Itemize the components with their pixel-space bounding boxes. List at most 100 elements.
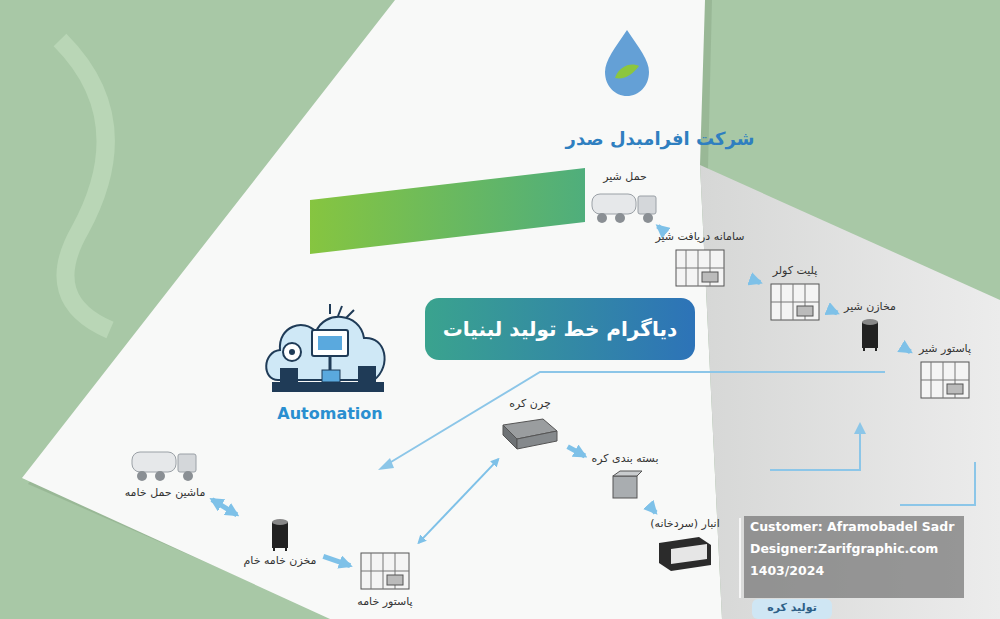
- flow-arrow: [830, 310, 838, 313]
- green-band: [310, 168, 585, 254]
- truck-icon: [132, 452, 196, 481]
- truck-wheel: [155, 471, 165, 481]
- equipment-label: انبار (سردخانه): [650, 517, 719, 531]
- equipment-icon: [130, 444, 200, 484]
- pill-label: تولید کره: [767, 601, 817, 614]
- equipment-label: حمل شیر: [603, 170, 647, 184]
- monitor-screen: [318, 336, 342, 350]
- box-a: [280, 368, 298, 382]
- machine-bar: [921, 380, 969, 381]
- truck-wheel: [643, 213, 653, 223]
- machine-bar: [361, 571, 409, 572]
- automation-illustration: [266, 304, 384, 392]
- machine-frame: [676, 250, 724, 286]
- automation-label: Automation: [277, 404, 382, 423]
- paper-front: [22, 0, 722, 619]
- box-b: [322, 370, 340, 382]
- tank-body: [272, 522, 288, 548]
- title-box: دیاگرام خط تولید لبنیات: [425, 298, 695, 360]
- equipment-node: سامانه دریافت شیر: [651, 228, 748, 294]
- pack-body: [613, 476, 637, 498]
- machine-unit: [702, 272, 718, 282]
- equipment-icon: [590, 186, 660, 226]
- equipment-label: پلیت کولر: [773, 264, 818, 278]
- equipment-icon: [357, 549, 413, 593]
- equipment-icon: [267, 516, 293, 552]
- flow-arrow: [212, 500, 237, 515]
- machine-unit: [387, 575, 403, 585]
- machine-icon: [921, 362, 969, 398]
- equipment-node: بسته بندی کره: [588, 450, 663, 506]
- churn-icon: [503, 419, 557, 449]
- flow-arrow: [652, 508, 656, 513]
- equipment-label: مخزن خامه خام: [243, 554, 316, 568]
- machine-unit: [797, 306, 813, 316]
- cold-room: [659, 537, 711, 571]
- watermark-curve: [60, 40, 110, 330]
- churn-front: [517, 431, 557, 449]
- flow-line: [900, 462, 975, 505]
- flow-line: [386, 372, 885, 465]
- flow-line: [770, 432, 860, 470]
- equipment-node: چرن کره: [495, 395, 565, 457]
- tank-icon: [272, 519, 288, 551]
- conveyor: [272, 382, 384, 392]
- title-band: [425, 298, 695, 360]
- tank-body: [862, 322, 878, 348]
- tank-icon: [862, 319, 878, 351]
- equipment-icon: [767, 280, 823, 324]
- logo-leaf: [615, 65, 639, 79]
- footer-date: 1403/2024: [750, 563, 824, 578]
- truck-wheel: [597, 213, 607, 223]
- footer-patch: [744, 516, 964, 598]
- gear: [283, 343, 301, 361]
- truck-wheel: [137, 471, 147, 481]
- tank-top: [862, 319, 878, 325]
- flow-arrow: [323, 556, 350, 565]
- equipment-label: مخازن شیر: [844, 300, 896, 314]
- machine-bar: [676, 268, 724, 269]
- logo-drop: [605, 30, 649, 96]
- machine-icon: [676, 250, 724, 286]
- footer-customer: Customer: Aframobadel Sadr: [750, 519, 954, 534]
- machine-icon: [361, 553, 409, 589]
- equipment-icon: [499, 413, 561, 453]
- equipment-node: ماشین حمل خامه: [121, 440, 210, 502]
- sparks: [330, 304, 354, 318]
- company-name: شرکت افرامبدل صدر: [566, 128, 755, 149]
- truck-tank: [592, 194, 636, 214]
- arm: [329, 356, 332, 370]
- gear-hub: [289, 349, 295, 355]
- churn-side: [503, 425, 517, 449]
- paper-fold-panel: [700, 165, 1000, 619]
- machine-frame: [921, 362, 969, 398]
- pill: [752, 599, 832, 619]
- equipment-label: سامانه دریافت شیر: [655, 230, 744, 244]
- machine-bar: [771, 302, 819, 303]
- box-icon: [613, 471, 642, 498]
- equipment-node: مخازن شیر: [840, 298, 900, 356]
- tank-leg: [875, 348, 877, 351]
- equipment-label: ماشین حمل خامه: [125, 486, 206, 500]
- flow-arrow: [751, 279, 760, 282]
- pack-top: [613, 471, 642, 476]
- equipment-icon: [608, 468, 642, 502]
- equipment-node: انبار (سردخانه): [646, 515, 723, 577]
- equipment-label: چرن کره: [509, 397, 551, 411]
- machine-frame: [361, 553, 409, 589]
- truck-cab: [178, 454, 196, 472]
- equipment-node: پاستور خامه: [353, 545, 417, 611]
- flow-arrowhead: [378, 458, 394, 470]
- equipment-node: پاستور شیر: [913, 340, 977, 406]
- truck-tank: [132, 452, 176, 472]
- cold-door: [671, 544, 707, 564]
- equipment-node: پلیت کولر: [763, 262, 827, 328]
- truck-icon: [592, 194, 656, 223]
- equipment-label: پاستور شیر: [919, 342, 971, 356]
- machine-icon: [771, 284, 819, 320]
- equipment-icon: [917, 358, 973, 402]
- truck-cab: [638, 196, 656, 214]
